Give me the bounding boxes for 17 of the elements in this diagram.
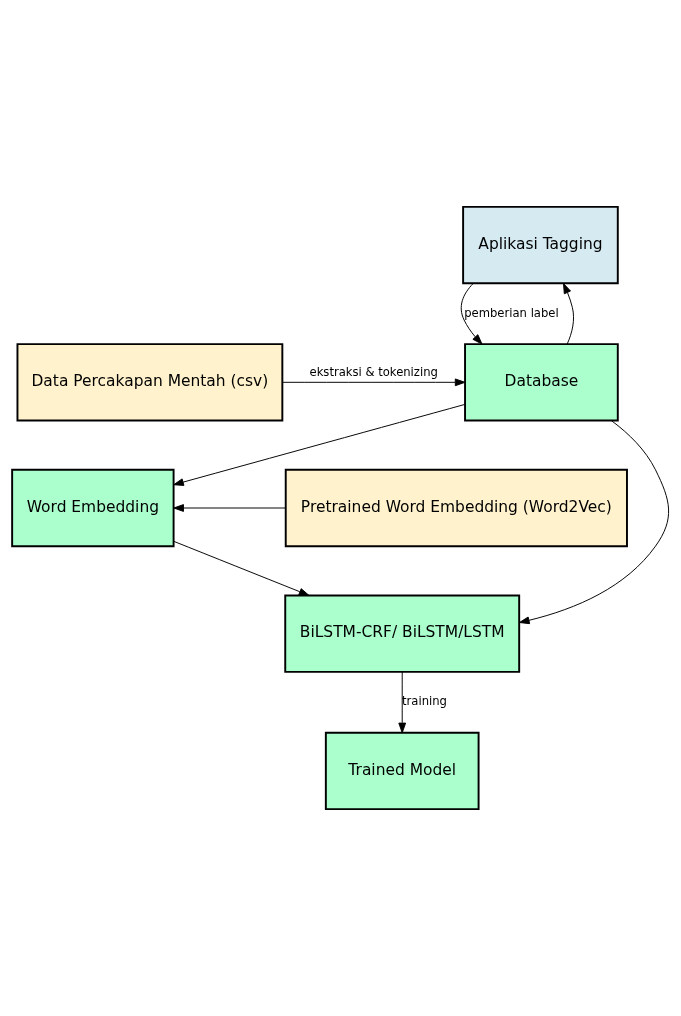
node-box: Database bbox=[464, 343, 619, 422]
arrow bbox=[173, 403, 466, 486]
node-box: Trained Model bbox=[324, 731, 480, 811]
arrow bbox=[281, 378, 466, 387]
arrow bbox=[173, 540, 310, 596]
node-box: Pretrained Word Embedding (Word2Vec) bbox=[284, 468, 628, 548]
arrow bbox=[460, 283, 483, 345]
edge-label: pemberian label bbox=[464, 305, 559, 320]
arrow bbox=[398, 671, 407, 734]
node-box: BiLSTM-CRF/ BiLSTM/LSTM bbox=[284, 594, 521, 673]
arrow bbox=[563, 283, 575, 345]
arrow bbox=[519, 420, 670, 625]
node-box: Data Percakapan Mentah (csv) bbox=[16, 343, 284, 422]
node-box: Word Embedding bbox=[11, 468, 175, 548]
arrow bbox=[173, 504, 287, 512]
edge-label: ekstraksi & tokenizing bbox=[309, 365, 438, 380]
node-box: Aplikasi Tagging bbox=[462, 205, 619, 285]
